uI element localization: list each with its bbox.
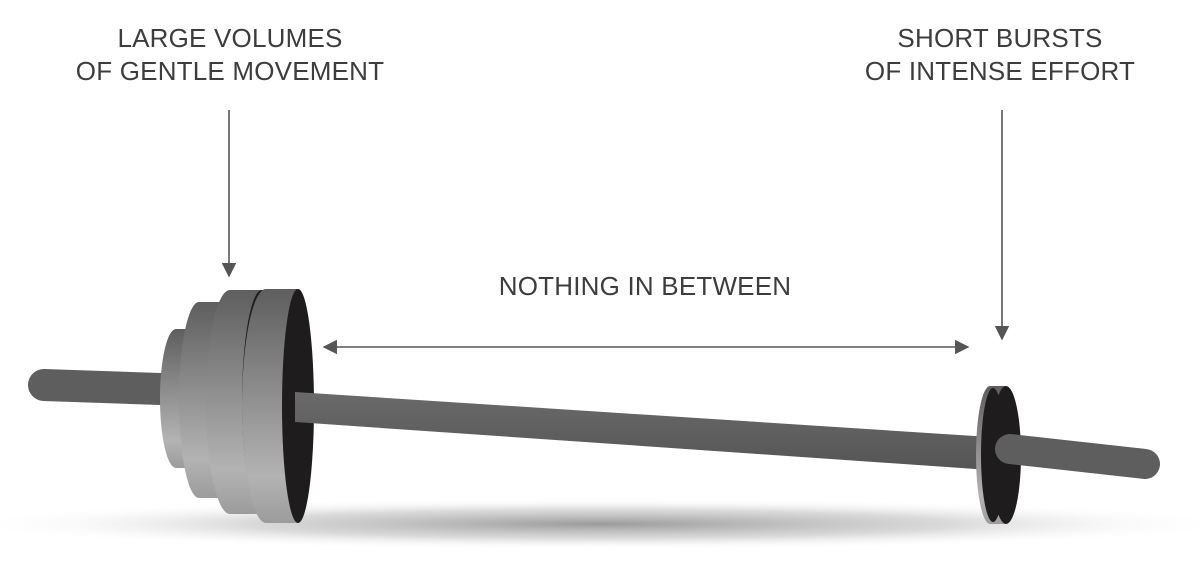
nothing-in-between-text: NOTHING IN BETWEEN [498,271,792,301]
gentle-movement-label: LARGE VOLUMES OF GENTLE MOVEMENT [40,22,420,88]
barbell-bar-middle [295,392,990,470]
intense-effort-label-line1: SHORT BURSTS [897,23,1103,53]
intense-effort-label: SHORT BURSTS OF INTENSE EFFORT [810,22,1190,88]
gentle-movement-label-line2: OF GENTLE MOVEMENT [75,56,385,86]
barbell-bar-right-end [995,434,1160,479]
left-plate-stack-icon [160,289,314,523]
floor-shadow [0,498,1200,550]
gentle-movement-label-line1: LARGE VOLUMES [117,23,343,53]
intense-effort-label-line2: OF INTENSE EFFORT [864,56,1136,86]
nothing-in-between-label: NOTHING IN BETWEEN [420,270,870,303]
